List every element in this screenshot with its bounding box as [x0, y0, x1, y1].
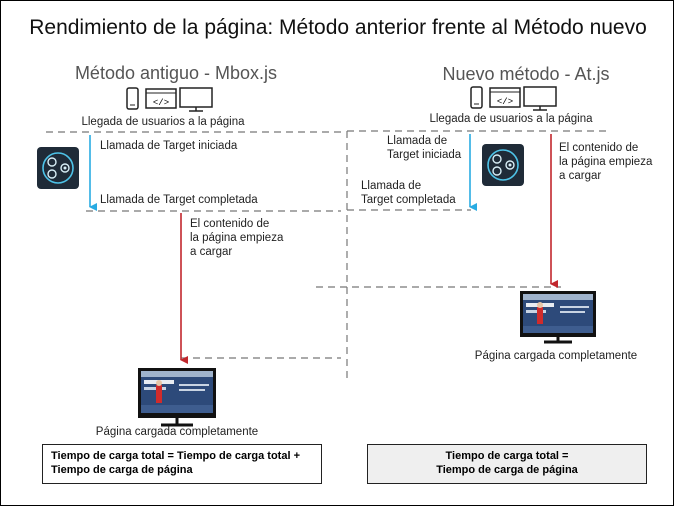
timeline-guides	[46, 130, 611, 381]
right-formula-box: Tiempo de carga total = Tiempo de carga …	[367, 444, 647, 484]
monitor-icon	[179, 87, 213, 112]
right-loaded-label: Página cargada completamente	[474, 350, 638, 362]
right-arrival-label: Llegada de usuarios a la página	[429, 113, 593, 125]
left-device-icons: </>	[126, 87, 213, 112]
svg-text:</>: </>	[153, 98, 169, 108]
left-call-completed-label: Llamada de Target completada	[100, 194, 258, 206]
right-content-start-label: El contenido de la página empieza a carg…	[559, 142, 653, 182]
right-column-heading: Nuevo método - At.js	[442, 64, 610, 84]
webpage-monitor-icon	[520, 291, 596, 344]
left-column-heading: Método antiguo - Mbox.js	[74, 63, 278, 83]
code-icon: </>	[145, 88, 177, 109]
webpage-monitor-icon	[138, 368, 216, 427]
phone-icon	[470, 86, 483, 109]
right-device-icons: </>	[470, 86, 557, 111]
target-logo-icon	[37, 147, 79, 189]
monitor-icon	[523, 86, 557, 111]
phone-icon	[126, 87, 139, 110]
left-call-started-label: Llamada de Target iniciada	[100, 140, 238, 152]
right-call-started-label: Llamada de Target iniciada	[387, 135, 462, 161]
code-icon: </>	[489, 87, 521, 108]
svg-text:</>: </>	[497, 97, 513, 107]
left-arrival-label: Llegada de usuarios a la página	[81, 116, 245, 128]
right-call-completed-label: Llamada de Target completada	[361, 180, 456, 206]
left-content-start-label: El contenido de la página empieza a carg…	[190, 218, 284, 258]
left-loaded-label: Página cargada completamente	[95, 426, 259, 438]
left-formula-box: Tiempo de carga total = Tiempo de carga …	[42, 444, 322, 484]
diagram-title: Rendimiento de la página: Método anterio…	[29, 16, 647, 39]
target-logo-icon	[482, 144, 524, 186]
